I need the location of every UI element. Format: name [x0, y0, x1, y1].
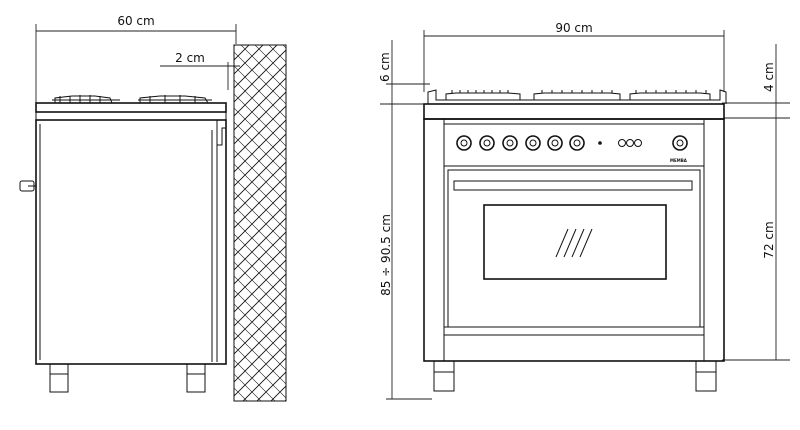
side-burner-left	[54, 95, 113, 104]
timer-button-2[interactable]	[626, 139, 634, 147]
dim-total-height-label: 85 ÷ 90.5 cm	[379, 214, 393, 296]
front-burner-3	[629, 92, 711, 100]
front-foot-left	[433, 360, 455, 392]
indicator-light	[598, 141, 602, 145]
dim-backsplash-label: 4 cm	[762, 62, 776, 92]
dim-worktop-label: 72 cm	[762, 221, 776, 258]
side-foot-rear	[186, 363, 206, 393]
side-foot-front	[49, 363, 69, 393]
knob-4[interactable]	[525, 135, 541, 151]
glass-reflection	[555, 228, 593, 258]
side-top-band	[35, 111, 227, 121]
front-grate-frame	[427, 89, 727, 104]
timer-button-1[interactable]	[618, 139, 626, 147]
dim-depth-label: 60 cm	[117, 14, 154, 28]
side-body	[35, 119, 227, 365]
timer-button-3[interactable]	[634, 139, 642, 147]
front-burner-2	[533, 92, 621, 100]
front-hob-plate	[423, 103, 725, 120]
knob-6[interactable]	[569, 135, 585, 151]
knob-5[interactable]	[547, 135, 563, 151]
side-view: 60 cm 2 cm	[19, 14, 287, 402]
oven-knob[interactable]	[672, 135, 688, 151]
oven-window	[483, 204, 667, 280]
front-body	[423, 118, 725, 362]
dim-gap-label: 2 cm	[175, 51, 205, 65]
knob-2[interactable]	[479, 135, 495, 151]
front-view: 90 cm 6 cm 4 cm 85 ÷ 90.5 cm 72 cm	[378, 21, 790, 400]
control-panel	[443, 123, 705, 167]
knob-1[interactable]	[456, 135, 472, 151]
knob-3[interactable]	[502, 135, 518, 151]
control-knobs	[456, 135, 688, 151]
front-foot-right	[695, 360, 717, 392]
oven-door	[447, 169, 701, 328]
oven-door-handle[interactable]	[453, 180, 693, 191]
side-hob-plate	[35, 102, 227, 113]
brand-logo: MEMBA	[670, 158, 688, 163]
side-burner-right	[139, 95, 209, 104]
wall-hatch	[233, 44, 287, 402]
front-burner-1	[445, 92, 521, 100]
dim-width-label: 90 cm	[555, 21, 592, 35]
dim-top-height-label: 6 cm	[378, 52, 392, 82]
